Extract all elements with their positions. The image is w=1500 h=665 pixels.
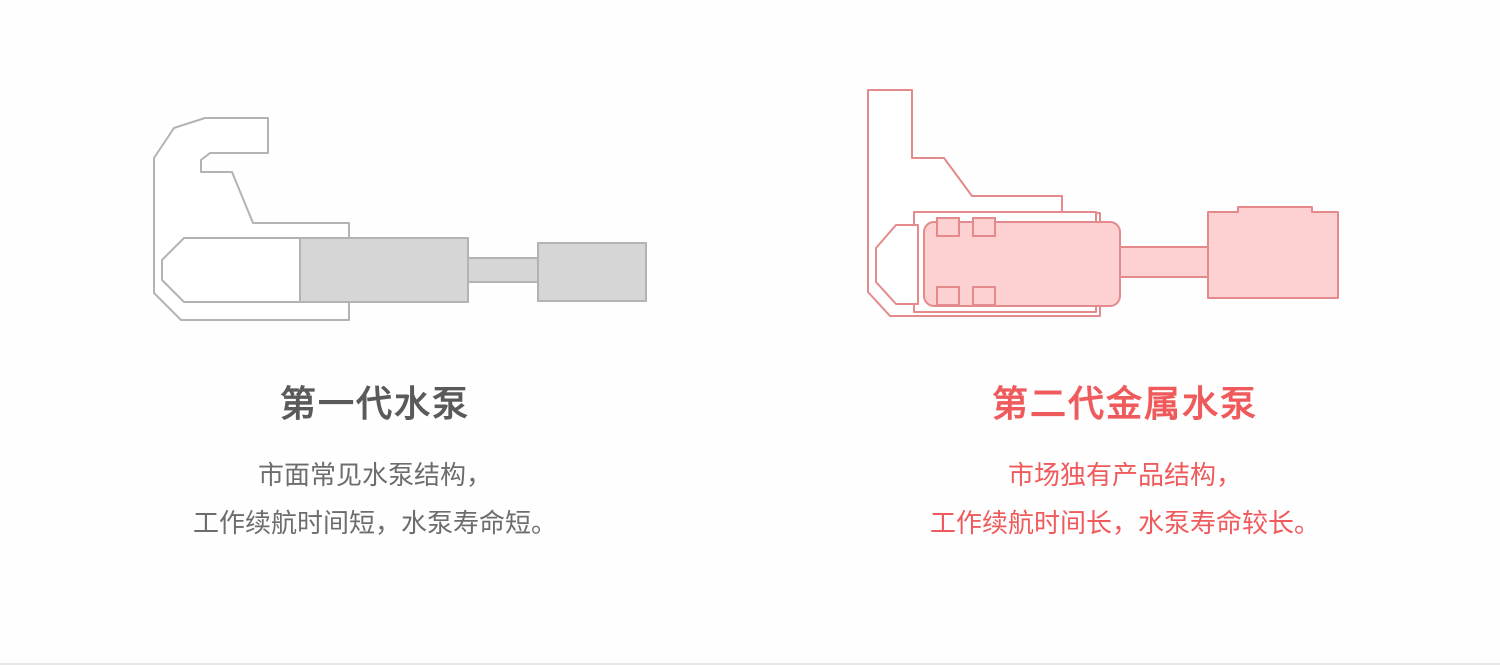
first-gen-desc-line2: 工作续航时间短，水泵寿命短。	[192, 509, 557, 539]
second-gen-motor-block	[1207, 206, 1339, 299]
second-gen-pump-panel: 第二代金属水泵 市场独有产品结构， 工作续航时间长，水泵寿命较长。	[750, 0, 1500, 665]
bottom-divider	[0, 663, 1500, 665]
second-gen-desc-line1: 市场独有产品结构，	[1007, 461, 1242, 491]
bearing-pad	[972, 217, 996, 237]
bearing-pad	[936, 217, 960, 237]
first-gen-pump-panel: 第一代水泵 市面常见水泵结构， 工作续航时间短，水泵寿命短。	[0, 117, 750, 548]
first-gen-motor-block	[537, 242, 647, 302]
second-gen-pump-diagram	[867, 89, 1339, 317]
second-gen-shaft	[1119, 246, 1211, 278]
second-gen-desc-line2: 工作续航时间长，水泵寿命较长。	[929, 509, 1320, 539]
bearing-pad	[936, 286, 960, 306]
bearing-pad	[972, 286, 996, 306]
first-gen-shaft	[467, 257, 539, 283]
second-gen-pump-core	[923, 206, 1339, 307]
first-gen-desc-line1: 市面常见水泵结构，	[257, 461, 492, 491]
second-gen-description: 市场独有产品结构， 工作续航时间长，水泵寿命较长。	[750, 452, 1500, 548]
first-gen-pump-core	[299, 237, 647, 303]
second-gen-title: 第二代金属水泵	[991, 384, 1258, 425]
first-gen-description: 市面常见水泵结构， 工作续航时间短，水泵寿命短。	[0, 452, 750, 548]
first-gen-title: 第一代水泵	[279, 384, 470, 425]
second-gen-bearing-pads	[936, 217, 996, 306]
first-gen-pump-diagram	[153, 117, 647, 321]
first-gen-rotor-block	[299, 237, 469, 303]
